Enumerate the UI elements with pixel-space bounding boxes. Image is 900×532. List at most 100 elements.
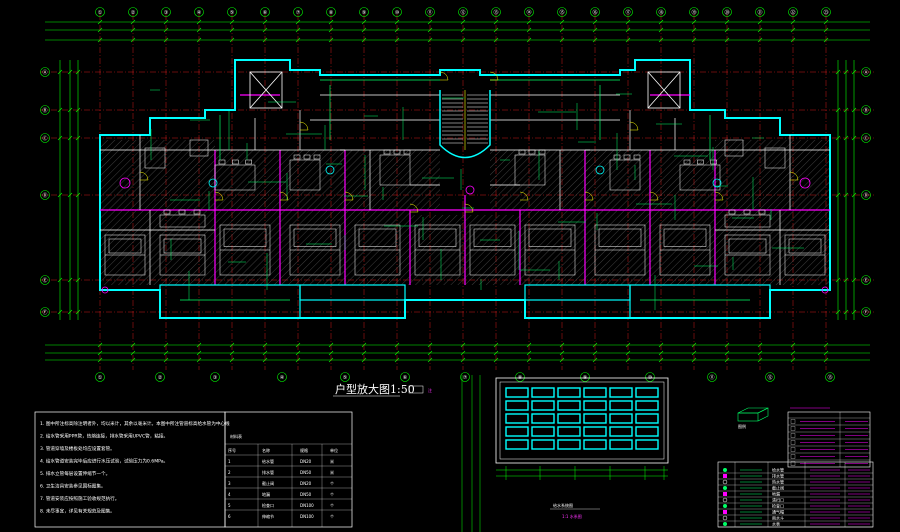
hatch-areas	[100, 140, 830, 285]
axis-bubble-top: ⑭	[524, 7, 534, 17]
material-table-cell: DN100	[300, 503, 314, 508]
material-table-cell: 个	[330, 481, 334, 486]
material-table-cell: 伸缩节	[262, 513, 274, 519]
axis-bubble-top: ⑲	[689, 7, 699, 17]
material-table-cell: 排水管	[262, 469, 274, 475]
axis-bubble-left-label: Ⓐ	[42, 69, 47, 76]
axis-bubble-top-label: ⑨	[362, 10, 367, 16]
material-table-header: 材料表	[230, 433, 242, 439]
axis-bubble-top-label: ⑮	[559, 9, 564, 16]
axis-bubble-top: ①	[95, 7, 105, 17]
material-table-cell: 序号	[228, 447, 236, 453]
axis-bubble-bottom: ④	[277, 372, 287, 382]
axis-bubble-right-label: Ⓔ	[863, 277, 868, 284]
legend-row-label: 地漏	[772, 491, 780, 497]
axis-bubble-top: ㉒	[788, 7, 798, 17]
axis-bubble-top-label: ⑤	[230, 10, 235, 16]
axis-bubble-top: ⑨	[359, 7, 369, 17]
material-table-cell: 截止阀	[262, 480, 274, 486]
axis-bubble-bottom: ⑤	[340, 372, 350, 382]
axis-bubble-top: ⑬	[491, 7, 501, 17]
notes-panel: 1. 图中所注标高除注明者外，均以米计，其余以毫米计。本图中所注管道标高给水管为…	[34, 411, 230, 528]
axis-bubble-top: ⑫	[458, 7, 468, 17]
axis-bubble-top: ⑪	[425, 7, 435, 17]
axis-bubble-left: Ⓒ	[40, 133, 50, 143]
axis-bubble-top-label: ⑭	[526, 9, 531, 16]
axis-bubble-top-label: ⑱	[658, 9, 663, 16]
fixtures	[101, 165, 829, 294]
material-table-cell: 5	[228, 503, 231, 508]
partition-walls	[100, 94, 830, 285]
note-line: 5. 排水立管每层设置伸缩节一个。	[40, 470, 110, 477]
material-table-cell: DN100	[300, 514, 314, 519]
axis-bubble-right-label: Ⓕ	[863, 309, 868, 316]
axis-bubble-top-label: ㉑	[757, 9, 762, 16]
material-table-cell: 规格	[300, 447, 308, 453]
axis-bubble-left: Ⓓ	[40, 190, 50, 200]
axis-bubble-bottom-label: ⑦	[463, 375, 468, 381]
axis-bubble-right: Ⓔ	[861, 275, 871, 285]
axis-bubble-top-label: ③	[164, 10, 169, 16]
legend-row-label: 热水管	[772, 479, 784, 485]
legend-row-label: 通气帽	[772, 509, 784, 515]
axis-bubble-right: Ⓓ	[861, 190, 871, 200]
material-table-cell: 个	[330, 514, 334, 519]
material-table-cell: DN50	[300, 492, 312, 497]
material-table-cell: 米	[330, 469, 334, 475]
note-line: 1. 图中所注标高除注明者外，均以米计，其余以毫米计。本图中所注管道标高给水管为…	[40, 420, 230, 427]
axis-bubble-top: ⑰	[623, 7, 633, 17]
axis-bubble-right: Ⓑ	[861, 105, 871, 115]
axis-bubble-top: ②	[128, 7, 138, 17]
legend-row-label: 水表	[772, 521, 780, 527]
material-table-cell: 检查口	[262, 502, 274, 508]
legend-label: 图例	[738, 423, 746, 429]
axis-bubble-top-label: ㉓	[823, 9, 828, 16]
axis-bubble-top-label: ⑰	[625, 9, 630, 16]
axis-bubble-top-label: ⑲	[691, 9, 696, 16]
note-line: 6. 卫生洁具安装参见国标图集。	[40, 483, 106, 490]
axis-bubble-bottom: ⑥	[400, 372, 410, 382]
axis-bubble-right-label: Ⓓ	[863, 192, 868, 199]
axis-bubble-bottom: ⑬	[825, 372, 835, 382]
axis-bubble-bottom-label: ②	[158, 375, 163, 381]
door-layer	[139, 71, 799, 213]
axis-bubble-left-label: Ⓒ	[42, 135, 47, 142]
axis-bubble-top: ⑦	[293, 7, 303, 17]
axis-bubble-bottom: ①	[95, 372, 105, 382]
stair-core	[439, 90, 491, 159]
axis-bubble-left-label: Ⓔ	[42, 277, 47, 284]
axis-bubble-bottom: ③	[210, 372, 220, 382]
axis-bubble-top-label: ④	[197, 10, 202, 16]
axis-bubble-top: ⑮	[557, 7, 567, 17]
axis-bubble-top-label: ⑥	[263, 10, 268, 16]
legend-row-label: 排水管	[772, 473, 784, 479]
axis-bubble-top: ⑩	[392, 7, 402, 17]
axis-bubble-bottom-label: ①	[98, 375, 103, 381]
axis-bubble-bottom: ②	[155, 372, 165, 382]
axis-bubble-left: Ⓔ	[40, 275, 50, 285]
legend-row-label: 雨水斗	[772, 515, 784, 521]
material-table-cell: 单位	[330, 447, 338, 453]
axis-bubble-right-label: Ⓑ	[863, 107, 868, 114]
note-line: 4. 给水管道安装完毕后应进行水压试验，试验压力为0.6MPa。	[40, 458, 168, 465]
note-line: 7. 管道安装应按照施工验收规范执行。	[40, 495, 119, 502]
title-scale-note: 注	[428, 387, 432, 393]
axis-bubble-top: ⑳	[722, 7, 732, 17]
axis-bubble-left: Ⓑ	[40, 105, 50, 115]
material-table-cell: 1	[228, 459, 231, 464]
axis-bubble-top-label: ①	[98, 10, 103, 16]
axis-bubble-top-label: ⑩	[395, 10, 400, 16]
material-table-cell: 米	[330, 458, 334, 464]
water-system-diagram: 给水系统图 1:1 水系图	[461, 375, 669, 532]
note-line: 8. 未尽事宜，详见有关规范及图集。	[40, 508, 115, 515]
axis-bubble-left-label: Ⓓ	[42, 192, 47, 199]
note-line: 2. 给水管采用PPR管，热熔连接，排水管采用UPVC管，粘接。	[40, 433, 168, 440]
axis-bubble-bottom: ⑫	[765, 372, 775, 382]
axis-bubble-right-label: Ⓒ	[863, 135, 868, 142]
material-table-cell: 3	[228, 481, 231, 486]
isometric-box-icon	[737, 407, 769, 422]
axis-bubble-bottom-label: ⑫	[767, 374, 772, 381]
axis-bubble-top-label: ⑳	[724, 9, 729, 16]
axis-bubble-top: ㉓	[821, 7, 831, 17]
